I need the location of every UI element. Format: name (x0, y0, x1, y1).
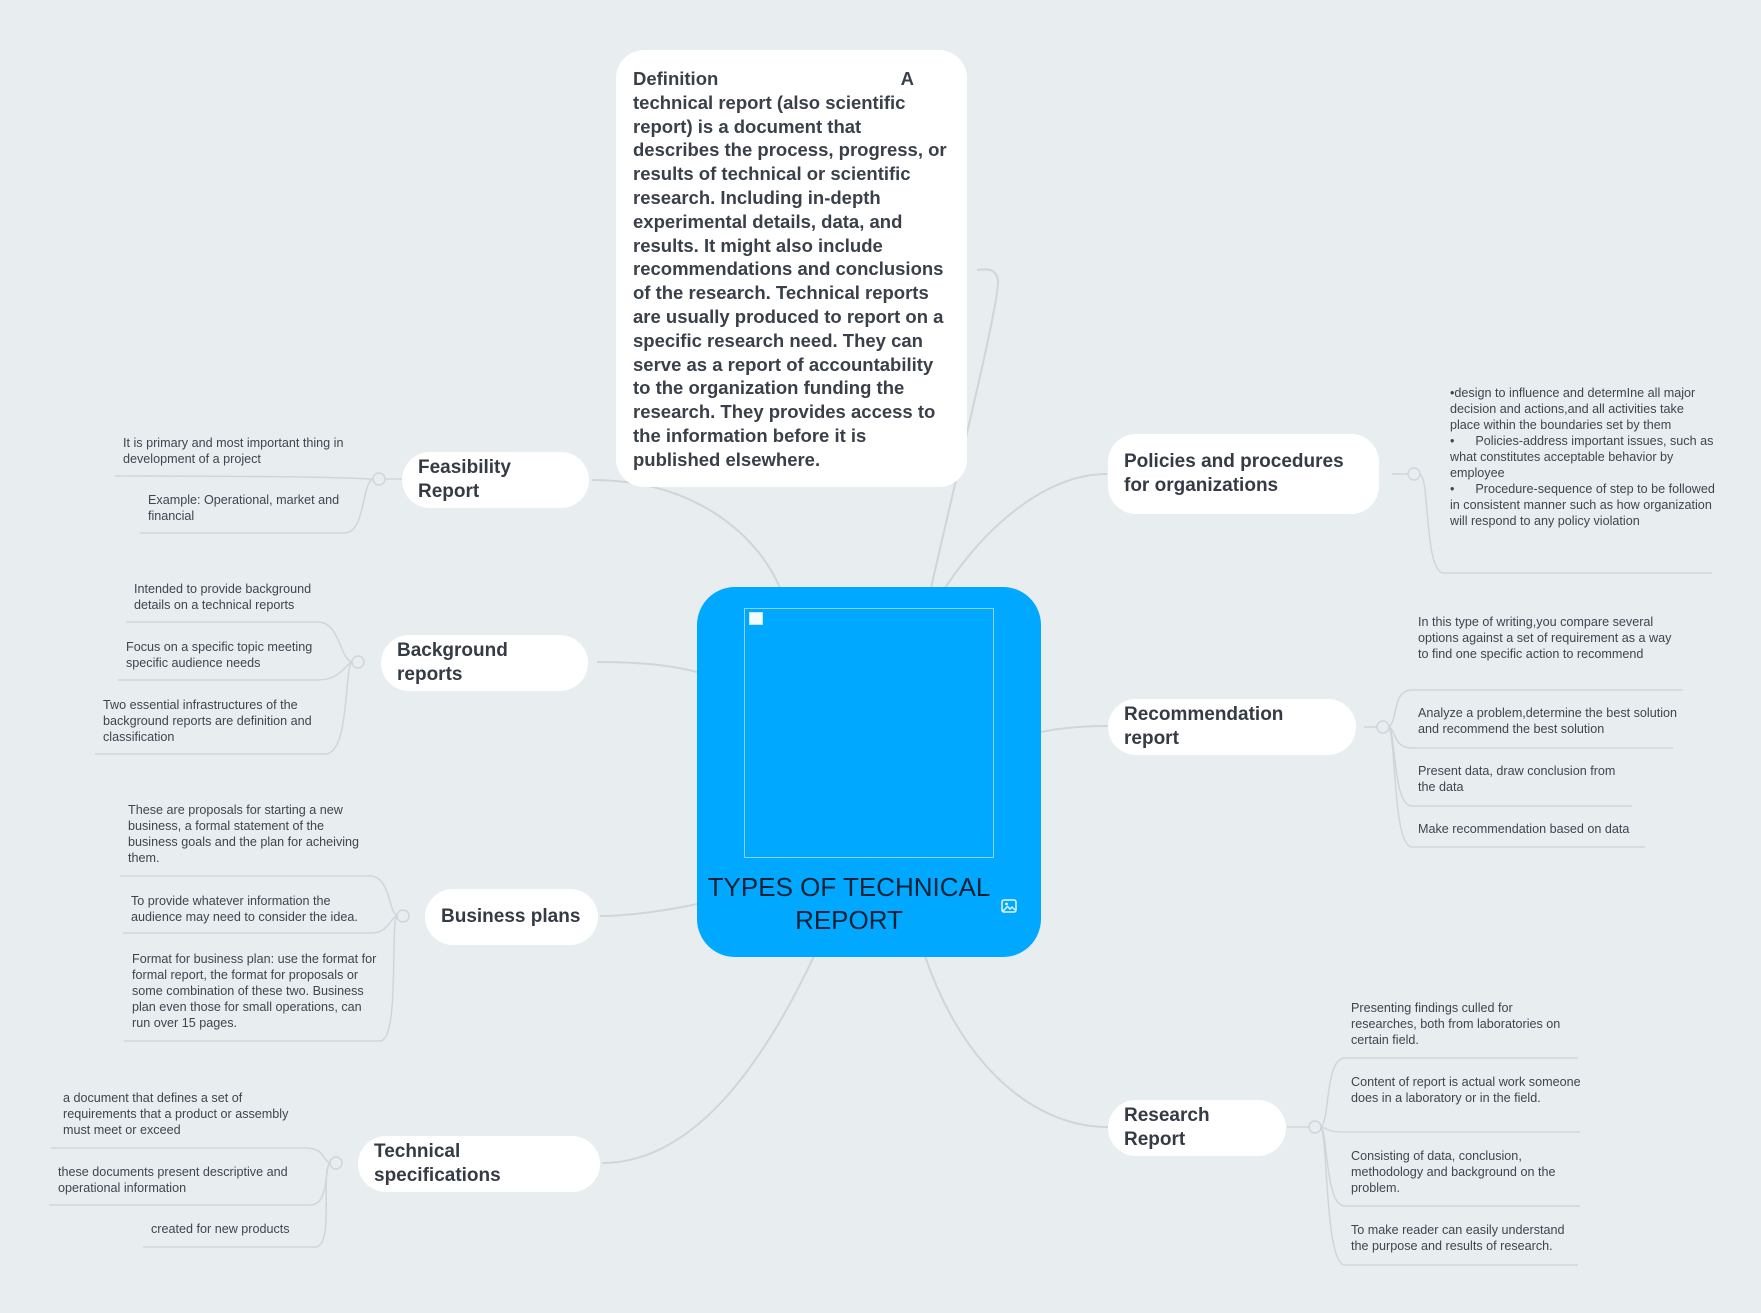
center-topic-node[interactable]: TYPES OF TECHNICAL REPORT (697, 587, 1041, 957)
branch-technical-specifications[interactable]: Technical specifications (358, 1136, 600, 1192)
leaf-techspec-3[interactable]: created for new products (151, 1222, 290, 1236)
leaf-policies-2: • Policies-address important issues, suc… (1450, 434, 1717, 480)
center-title: TYPES OF TECHNICAL REPORT (707, 872, 991, 935)
branch-label: Feasibility Report (418, 457, 511, 502)
branch-recommendation-report[interactable]: Recommendation report (1108, 699, 1356, 755)
branch-label: Policies and procedures for organization… (1124, 451, 1344, 496)
branch-background-reports[interactable]: Background reports (381, 635, 588, 691)
definition-node[interactable]: Definition A technical report (also scie… (616, 50, 967, 487)
leaf-background-1[interactable]: Intended to provide background details o… (134, 582, 312, 612)
broken-image-icon (749, 612, 763, 625)
branch-label: Research Report (1124, 1105, 1210, 1150)
leaf-background-2[interactable]: Focus on a specific topic meeting specif… (126, 640, 313, 670)
leaf-business-2[interactable]: To provide whatever information the audi… (131, 894, 358, 924)
leaf-techspec-1[interactable]: a document that defines a set of require… (63, 1091, 289, 1137)
branch-label: Business plans (441, 906, 581, 927)
definition-heading: Definition (633, 68, 719, 89)
leaf-policies-1: •design to influence and determIne all m… (1450, 386, 1696, 432)
leaf-policies-3: • Procedure-sequence of step to be follo… (1450, 482, 1719, 528)
leaf-recommendation-3[interactable]: Present data, draw conclusion from the d… (1418, 764, 1616, 794)
branch-feasibility-report[interactable]: Feasibility Report (402, 452, 589, 508)
branch-research-report[interactable]: Research Report (1108, 1100, 1286, 1156)
leaf-background-3[interactable]: Two essential infrastructures of the bac… (103, 698, 312, 744)
leaf-recommendation-4[interactable]: Make recommendation based on data (1418, 822, 1630, 836)
leaf-feasibility-1[interactable]: It is primary and most important thing i… (123, 436, 344, 466)
definition-heading-right: A (900, 68, 914, 89)
leaf-research-1[interactable]: Presenting findings culled for researche… (1351, 1001, 1561, 1047)
leaf-techspec-2[interactable]: these documents present descriptive and … (58, 1165, 288, 1195)
branch-policies-and-procedures[interactable]: Policies and procedures for organization… (1108, 434, 1379, 514)
branch-label: Technical specifications (374, 1141, 501, 1186)
leaf-business-3[interactable]: Format for business plan: use the format… (132, 952, 377, 1030)
branch-label: Recommendation report (1124, 704, 1284, 749)
branch-business-plans[interactable]: Business plans (425, 889, 598, 945)
definition-text: technical report (also scientific report… (633, 91, 947, 470)
image-icon[interactable] (1001, 899, 1017, 913)
leaf-recommendation-2[interactable]: Analyze a problem,determine the best sol… (1418, 706, 1678, 736)
leaf-research-4[interactable]: To make reader can easily understand the… (1351, 1223, 1565, 1253)
leaf-policies-block[interactable]: •design to influence and determIne all m… (1450, 385, 1715, 529)
leaf-business-1[interactable]: These are proposals for starting a new b… (128, 803, 360, 865)
leaf-research-3[interactable]: Consisting of data, conclusion, methodol… (1351, 1149, 1556, 1195)
leaf-feasibility-2[interactable]: Example: Operational, market and financi… (148, 493, 340, 523)
leaf-recommendation-1[interactable]: In this type of writing,you compare seve… (1418, 615, 1672, 661)
center-image (744, 608, 994, 858)
leaf-research-2[interactable]: Content of report is actual work someone… (1351, 1075, 1581, 1105)
branch-label: Background reports (397, 640, 508, 685)
